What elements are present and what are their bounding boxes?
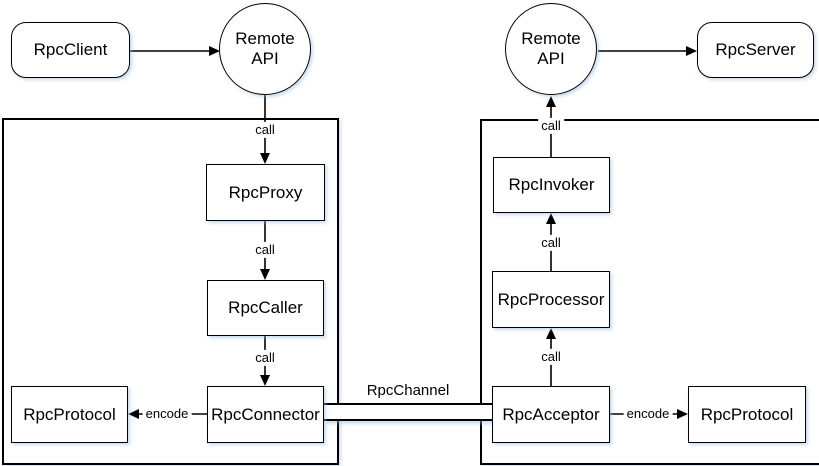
node-label: RpcInvoker [508, 175, 595, 195]
node-label: RpcClient [33, 40, 108, 60]
edge-label-call-api-proxy: call [252, 121, 278, 139]
node-label: RpcProtocol [700, 404, 794, 424]
edge-label-rpc-channel: RpcChannel [362, 381, 454, 401]
node-rpc-protocol-left: RpcProtocol [11, 386, 128, 443]
node-remote-api-right: Remote API [505, 3, 597, 95]
node-rpc-proxy: RpcProxy [206, 164, 325, 221]
arrow-head [546, 213, 556, 224]
node-rpc-caller: RpcCaller [207, 280, 324, 336]
arrow-head [128, 409, 139, 419]
arrow-head [260, 153, 270, 164]
edge-label-call-processor-invoker: call [538, 234, 564, 252]
server-side-container [480, 119, 819, 465]
node-rpc-client: RpcClient [11, 22, 130, 78]
node-label-line2: API [537, 49, 565, 68]
edge-label-call-acceptor-processor: call [538, 348, 564, 366]
edge-label-call-caller-connector: call [252, 349, 278, 367]
node-rpc-protocol-right: RpcProtocol [688, 386, 806, 443]
arrow-head [546, 96, 556, 107]
edge-label-call-proxy-caller: call [252, 241, 278, 259]
arrow-head [677, 409, 688, 419]
arrow-client-to-remote-api [130, 46, 220, 56]
arrow-remote-api-to-server [598, 46, 697, 56]
node-rpc-processor: RpcProcessor [492, 271, 610, 328]
node-rpc-server: RpcServer [697, 22, 814, 78]
node-label: RpcProcessor [497, 289, 605, 309]
node-label: RpcProtocol [23, 404, 116, 424]
node-label-line1: Remote [521, 29, 581, 49]
edge-label-encode-left: encode [142, 405, 192, 423]
rpc-channel-pipe [324, 403, 492, 421]
node-rpc-connector: RpcConnector [207, 386, 324, 443]
node-label: RpcConnector [211, 404, 320, 424]
node-label: RpcCaller [228, 298, 303, 318]
client-side-container [2, 118, 339, 465]
arrow-head [260, 269, 270, 280]
arrow-head [260, 375, 270, 386]
node-rpc-acceptor: RpcAcceptor [492, 386, 610, 443]
edge-label-encode-right: encode [623, 405, 673, 423]
node-label: RpcProxy [228, 182, 303, 202]
edge-label-call-invoker-api: call [538, 117, 564, 135]
node-label-line1: Remote [235, 29, 295, 49]
node-label-line2: API [251, 49, 279, 68]
node-rpc-invoker: RpcInvoker [493, 157, 610, 213]
node-remote-api-left: Remote API [219, 3, 311, 95]
node-label: RpcAcceptor [502, 404, 600, 424]
node-label: RpcServer [715, 40, 796, 60]
arrow-head [686, 46, 697, 56]
arrow-head [546, 328, 556, 339]
arrow-head [209, 46, 220, 56]
